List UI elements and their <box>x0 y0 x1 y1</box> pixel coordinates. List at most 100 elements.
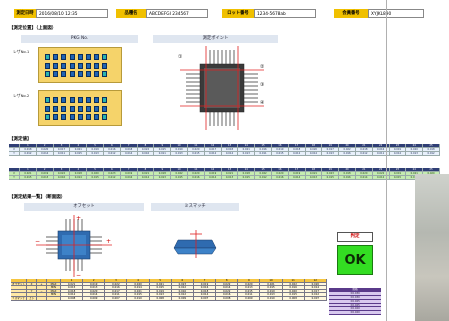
blue-table-cell: 0.018 <box>221 148 239 152</box>
date-label: 測定日時 <box>14 9 36 18</box>
blue-table-cell: 0.014 <box>221 152 239 156</box>
results-header-cell: 5 <box>149 279 172 283</box>
results-cell: 0.019 <box>149 289 172 294</box>
results-cell: 0.017 <box>105 289 128 294</box>
green-table-cell: X <box>9 172 20 176</box>
blue-table-cell: 0.018 <box>355 148 373 152</box>
pad <box>45 114 50 120</box>
green-table-cell: 0.014 <box>288 176 306 180</box>
results-cell: 0.014 <box>216 286 239 290</box>
results-row-header: MAX <box>47 282 61 287</box>
results-header-cell: 3 <box>105 279 128 283</box>
green-table-header-cell: 2 <box>36 168 54 172</box>
mark-3: ③ <box>260 82 264 88</box>
results-cell: 0.019 <box>193 282 217 287</box>
results-row-header <box>37 296 47 301</box>
results-cell: 0.020 <box>282 289 305 294</box>
blue-table-cell: 0.018 <box>423 148 440 152</box>
green-table-cell: 0.022 <box>372 172 390 176</box>
offset-plus-right: + <box>106 238 111 245</box>
pad <box>94 97 100 103</box>
pad <box>85 97 91 103</box>
results-cell: 0.022 <box>216 282 239 287</box>
pad-grid-2 <box>45 97 108 120</box>
green-table-header-cell: 17 <box>288 168 306 172</box>
green-table-cell: 0.016 <box>339 176 356 180</box>
blue-table-cell: 0.016 <box>103 148 121 152</box>
results-cell: 0.015 <box>282 293 305 297</box>
mark-4: ④ <box>260 100 265 106</box>
blue-table-cell: 0.012 <box>355 152 373 156</box>
qfp-die <box>204 68 240 108</box>
mismatch-label: ミスマッチ <box>151 203 239 211</box>
green-table-cell: 0.020 <box>187 172 205 176</box>
green-table-header-cell: 25 <box>423 168 440 172</box>
blue-table-cell: 0.017 <box>322 148 340 152</box>
offset-label: オフセット <box>24 203 144 211</box>
blue-table-cell: 0.011 <box>154 152 172 156</box>
blue-table-cell: 0.019 <box>389 148 407 152</box>
blue-table-cell: 0.021 <box>70 148 88 152</box>
results-cell: 0.021 <box>260 282 283 287</box>
green-table-cell: 0.019 <box>389 172 407 176</box>
blue-table-header-cell <box>9 144 20 148</box>
green-table-cell: 0.012 <box>103 176 121 180</box>
results-cell: 0.012 <box>171 286 194 290</box>
pad <box>69 71 75 77</box>
pad <box>45 71 50 77</box>
results-cell: 0.010 <box>260 296 283 301</box>
blue-table-cell: 0.019 <box>87 148 104 152</box>
green-table-cell: 0.022 <box>171 172 188 176</box>
pkg-no-label: PKG No. <box>21 35 138 43</box>
results-cell: 0.016 <box>216 293 239 297</box>
blue-table-cell: 0.020 <box>187 148 205 152</box>
results-header-cell: 8 <box>216 279 239 283</box>
pad <box>69 62 75 69</box>
blue-table-header-cell: 24 <box>406 144 424 148</box>
blue-table-cell: 0.014 <box>36 152 54 156</box>
stats-table: 規格 ±0.030±0.030±0.025±0.025±0.020±0.020 <box>329 288 381 316</box>
pad <box>77 114 83 120</box>
blue-table-cell: 0.011 <box>53 152 71 156</box>
results-header-cell: 12 <box>304 279 327 283</box>
results-header-cell <box>11 279 27 283</box>
results-row-header <box>47 296 61 301</box>
product-label: 品種名 <box>116 9 146 18</box>
member-value[interactable]: XYJKL890 <box>368 9 424 18</box>
results-row-header <box>37 286 47 290</box>
green-table-header-cell: 22 <box>372 168 390 172</box>
green-table-cell: 0.015 <box>171 176 188 180</box>
side-photo <box>415 174 449 321</box>
product-value[interactable]: ABCDEFGI 234567 <box>146 9 208 18</box>
pad <box>61 114 67 120</box>
green-table-header-cell: 9 <box>154 168 172 172</box>
green-table-cell: 0.013 <box>305 176 323 180</box>
green-table-cell: 0.021 <box>305 172 323 176</box>
green-table-cell: 0.019 <box>288 172 306 176</box>
results-cell: 0.016 <box>193 286 217 290</box>
results-cell: 0.016 <box>105 286 128 290</box>
pad <box>77 62 83 69</box>
measure-point-diagram: ① ② ③ ④ <box>178 46 265 130</box>
pad <box>102 97 108 103</box>
lot-value[interactable]: 1234-5678ab <box>254 9 316 18</box>
blue-table-header-cell: 13 <box>221 144 239 148</box>
mark-1: ① <box>178 54 183 60</box>
pad <box>102 114 108 120</box>
results-cell: 0.022 <box>216 289 239 294</box>
results-cell: 0.012 <box>61 293 84 297</box>
green-table-cell: 0.023 <box>322 172 340 176</box>
results-header-cell: 7 <box>193 279 217 283</box>
green-table-cell: 0.019 <box>204 172 222 176</box>
blue-table-header-cell: 7 <box>120 144 138 148</box>
results-cell: 0.015 <box>149 286 172 290</box>
results-row-header: + <box>37 282 47 287</box>
blue-table-header-cell: 5 <box>87 144 104 148</box>
date-value[interactable]: 2016/08/10 12:35 <box>36 9 108 18</box>
pad <box>53 54 59 60</box>
green-table-header-cell: 4 <box>70 168 88 172</box>
green-table-header-cell: 5 <box>87 168 104 172</box>
green-table-cell: 0.018 <box>70 172 88 176</box>
green-table-header-cell: 23 <box>389 168 407 172</box>
